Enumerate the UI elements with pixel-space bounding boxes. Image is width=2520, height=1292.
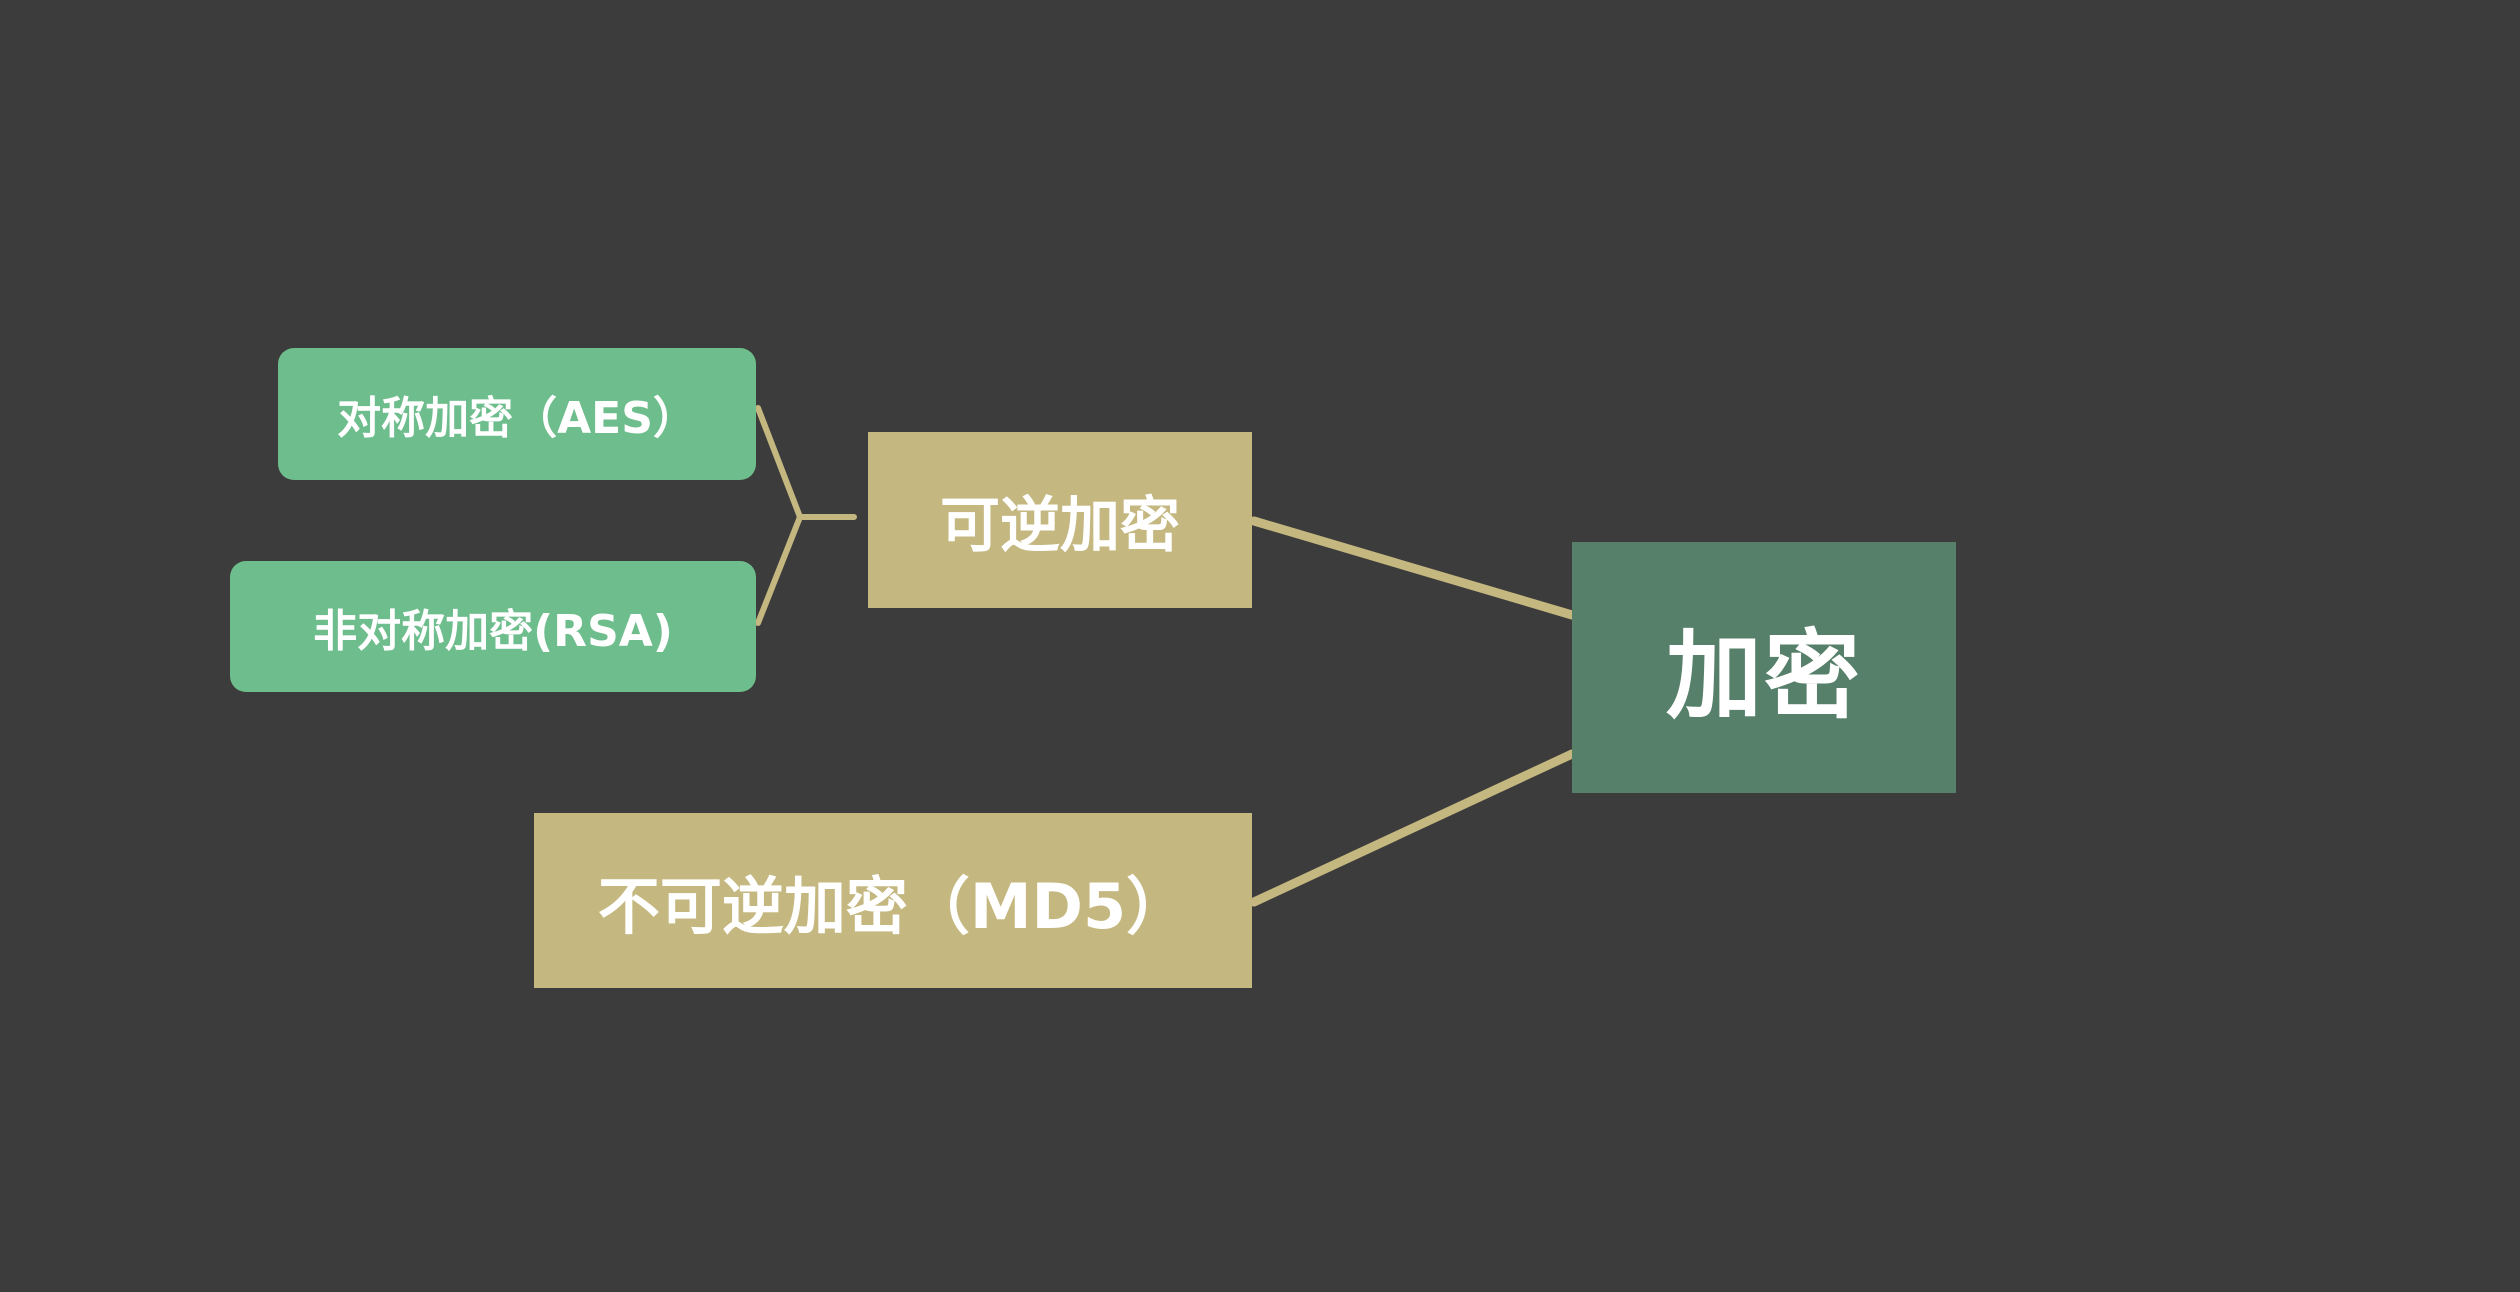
connector-root-reversible [1249, 516, 1577, 620]
node-asymmetric-rsa[interactable]: 非对称加密(RSA) [230, 561, 756, 692]
node-irreversible-md5[interactable]: 不可逆加密（MD5） [534, 813, 1252, 988]
node-reversible-encryption[interactable]: 可逆加密 [868, 432, 1252, 608]
connector-reversible-rsa [755, 514, 803, 626]
node-symmetric-aes[interactable]: 对称加密（AES） [278, 348, 756, 480]
node-root-encryption[interactable]: 加密 [1572, 542, 1956, 793]
connector-reversible-aes [755, 405, 857, 520]
connector-root-irreversible [1249, 749, 1577, 907]
